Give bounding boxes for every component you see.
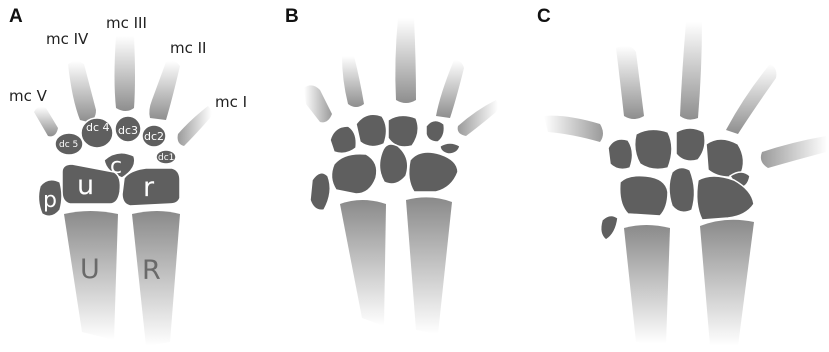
c-mc5-bone: [544, 116, 603, 142]
c-carpal-2: [635, 129, 672, 169]
ulnare-label: u: [77, 170, 94, 201]
c-carpal-4: [706, 139, 744, 177]
panel-c-letter: C: [537, 6, 551, 27]
c-carpal-1: [608, 139, 633, 169]
mc4-bone: [68, 61, 96, 122]
mc1-bone: [178, 106, 212, 146]
ulna-label: U: [80, 254, 100, 285]
mc3-bone: [115, 36, 136, 111]
b-radius-bone: [406, 197, 452, 334]
radius-label: R: [142, 255, 161, 286]
c-carpal-7: [620, 176, 668, 216]
b-carpal-3: [388, 115, 418, 147]
dc5-label: dc 5: [59, 140, 78, 150]
c-carpal-9: [601, 215, 618, 240]
c-mc2-bone: [726, 64, 776, 134]
panel-a: A mc V mc IV mc III mc II mc I dc 5 dc 4…: [9, 6, 247, 346]
b-mc5-bone: [304, 85, 332, 122]
b-mc1-bone: [458, 100, 498, 136]
centrale-label: c: [110, 154, 122, 179]
mc4-label: mc IV: [46, 30, 89, 48]
b-carpal-4: [426, 120, 444, 142]
b-carpal-6: [379, 144, 407, 184]
dc3-label: dc3: [118, 124, 138, 137]
b-mc2-bone: [436, 60, 464, 118]
panel-b: B: [285, 6, 498, 334]
panel-b-letter: B: [285, 6, 299, 27]
radiale-label: r: [143, 172, 155, 203]
c-mc1-bone: [761, 136, 828, 168]
c-ulna-bone: [624, 225, 670, 344]
b-ulna-bone: [340, 200, 386, 326]
c-mc4-bone: [616, 46, 644, 119]
c-carpal-6: [669, 167, 695, 212]
b-carpal-1: [330, 126, 356, 153]
c-mc3-bone: [680, 22, 702, 120]
b-mc4-bone: [342, 56, 364, 107]
mc5-label: mc V: [9, 87, 48, 105]
mc1-label: mc I: [215, 93, 247, 111]
b-carpal-8: [409, 152, 458, 192]
b-carpal-5: [440, 143, 460, 154]
panel-a-letter: A: [9, 6, 23, 27]
dc4-label: dc 4: [86, 121, 110, 134]
mc2-bone: [149, 61, 180, 120]
c-radius-bone: [700, 220, 754, 346]
c-carpal-3: [676, 128, 705, 161]
mc3-label: mc III: [106, 14, 147, 32]
pisiform-label: p: [43, 188, 57, 213]
panel-c: C: [537, 6, 828, 346]
mc2-label: mc II: [170, 39, 206, 57]
b-carpal-7: [331, 154, 376, 194]
b-carpal-2: [356, 114, 387, 146]
dc2-label: dc2: [144, 130, 164, 143]
mc5-bone: [34, 107, 58, 137]
b-carpal-9: [310, 173, 330, 210]
b-mc3-bone: [395, 18, 416, 103]
dc1-label: dc1: [158, 153, 174, 163]
